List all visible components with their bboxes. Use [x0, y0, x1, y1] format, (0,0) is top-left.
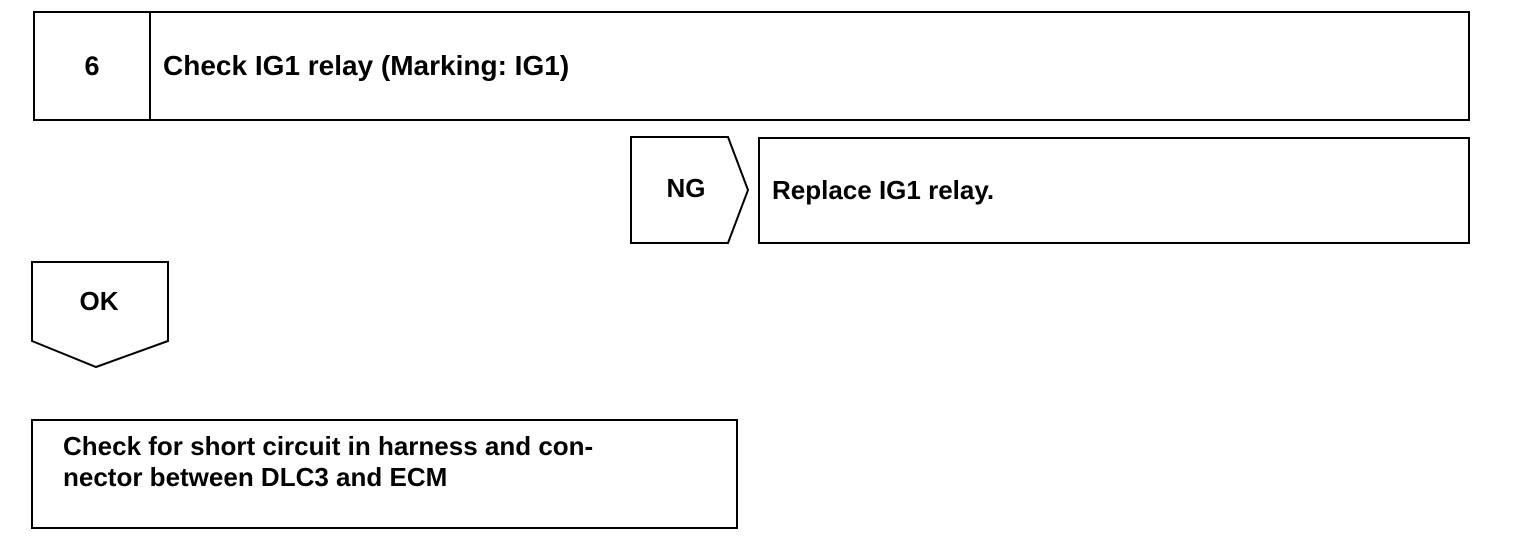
ok-label: OK [79, 286, 119, 316]
final-step-box: Check for short circuit in harness and c… [31, 419, 738, 529]
ng-label: NG [666, 173, 706, 203]
ok-arrow-shape [31, 261, 169, 369]
step-box: 6 Check IG1 relay (Marking: IG1) [33, 11, 1470, 121]
step-title: Check IG1 relay (Marking: IG1) [163, 50, 570, 81]
step-number: 6 [35, 13, 151, 119]
ng-action-box: Replace IG1 relay. [758, 137, 1470, 244]
ng-arrow-shape [630, 136, 750, 244]
